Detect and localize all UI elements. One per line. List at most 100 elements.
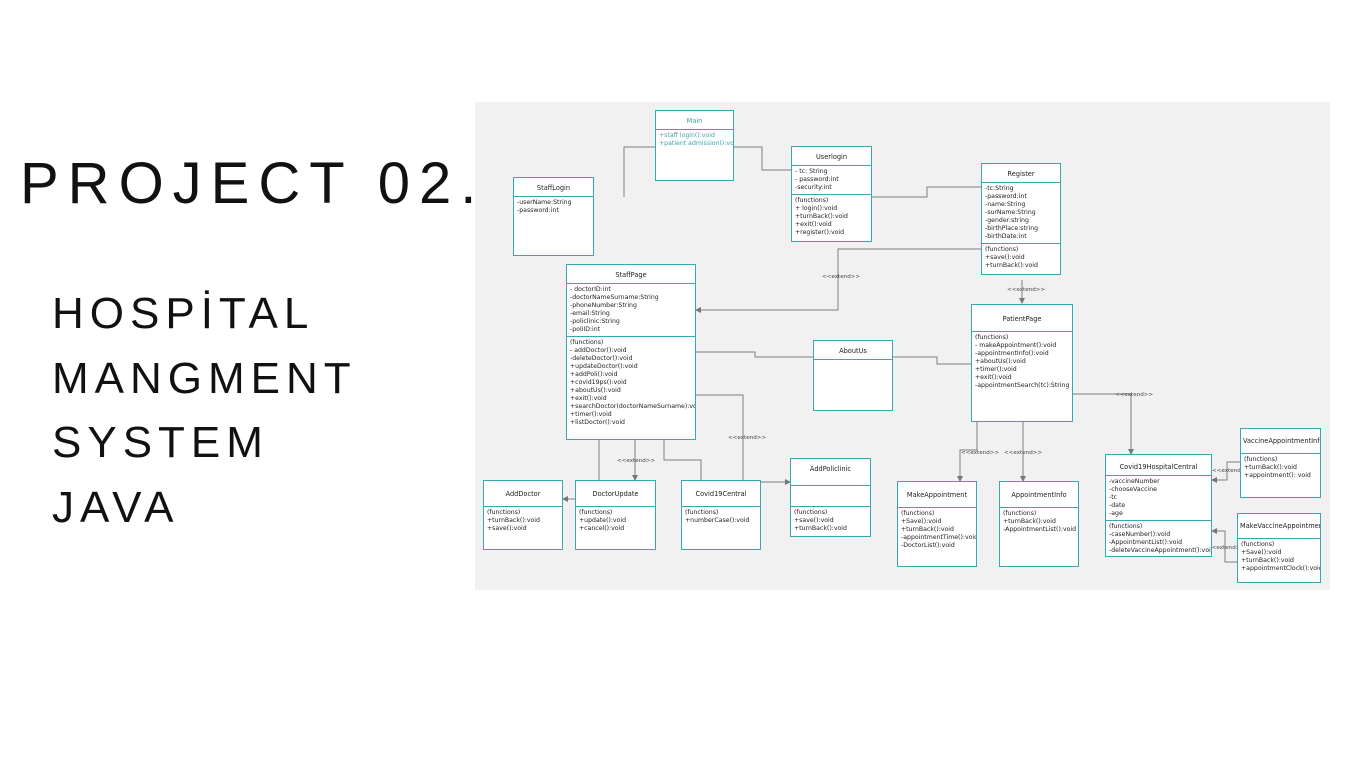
class-member: +turnBack():void [901,526,954,533]
extend-label: <<extend>> [961,450,1000,456]
class-member: -AppointmentList():void [1109,539,1183,546]
class-member: (functions) [795,197,829,204]
connector [1211,461,1240,483]
connector [734,146,791,171]
class-member: (functions) [1241,541,1275,548]
class-doctor-update: DoctorUpdate (functions) +update():void … [575,480,656,550]
class-member: -appointmentTime():void [901,534,977,541]
subtitle-line: JAVA [52,482,180,532]
class-member: (functions) [901,510,935,517]
class-member: -chooseVaccine [1109,486,1157,493]
class-staff-page: StaffPage - doctorID:int -doctorNameSurn… [566,264,696,440]
class-member: -name:String [985,201,1026,208]
class-name: AboutUs [814,341,892,360]
class-member: +Save():void [901,518,942,525]
class-member: +exit():void [570,395,607,402]
class-register: Register -tc:String -password:int -name:… [981,163,1061,275]
class-methods: (functions) +Save():void +turnBack():voi… [1238,539,1320,575]
class-member: +turnBack():void [487,517,540,524]
class-about-us: AboutUs [813,340,893,411]
class-member: -appointmentSearch(tc):String [975,382,1070,389]
class-member: +turnBack():void [1244,464,1297,471]
class-name: MakeVaccineAppointment [1238,514,1320,539]
class-name: StaffPage [567,265,695,284]
class-methods: (functions) +turnBack():void +save():voi… [484,507,562,535]
class-methods: (functions) +numberCase():void [682,507,760,527]
class-member: +covid19ps():void [570,379,627,386]
class-name: StaffLogin [514,178,593,197]
class-member: +register():void [795,229,845,236]
class-add-doctor: AddDoctor (functions) +turnBack():void +… [483,480,563,550]
class-name: AddDoctor [484,481,562,507]
diagram-connectors [562,146,1240,563]
class-member: -vaccineNumber [1109,478,1160,485]
class-member: -phoneNumber:String [570,302,637,309]
class-member: (functions) [1244,456,1278,463]
class-member: +aboutUs():void [975,358,1026,365]
class-make-appointment: MakeAppointment (functions) +Save():void… [897,481,977,567]
class-member: - makeAppointment():void [975,342,1057,349]
class-attributes: -userName:String -password:int [514,197,593,217]
class-member: +cancel():void [579,525,625,532]
class-member: +turnBack():void [985,262,1038,269]
project-title: PROJECT 02. [20,151,486,216]
class-member: +patient admission():void [659,140,734,147]
class-member: -deleteDoctor():void [570,355,633,362]
class-member: (functions) [579,509,613,516]
class-member: -appointmentInfo():void [975,350,1049,357]
class-main: Main +staff login():void +patient admiss… [655,110,734,181]
class-member: +appointment(): void [1244,472,1311,479]
class-name: Register [982,164,1060,183]
class-add-policlinic: AddPoliclinic (functions) +save():void +… [790,458,871,537]
connector [957,422,978,482]
class-name: MakeAppointment [898,482,976,508]
class-member: -doctorNameSurname:String [570,294,659,301]
extend-label: <<extend>> [1007,287,1046,293]
class-member: (functions) [1109,523,1143,530]
class-member: - password:int [795,176,839,183]
extend-label: <<extend>> [1004,450,1043,456]
class-attributes: -tc:String -password:int -name:String -s… [982,183,1060,244]
connector [695,248,981,313]
class-covid19-central: Covid19Central (functions) +numberCase()… [681,480,761,550]
class-member: -password:int [517,207,559,214]
class-member: +listDoctor():void [570,419,625,426]
class-attributes [791,486,870,507]
class-methods: (functions) - addDoctor():void -deleteDo… [567,337,695,429]
class-member: (functions) [985,246,1019,253]
class-covid19-hospital-central: Covid19HospitalCentral -vaccineNumber -c… [1105,454,1212,557]
class-name: Main [656,111,733,130]
class-member: -AppointmentList():void [1003,526,1077,533]
class-member: (functions) [685,509,719,516]
class-member: +turnBack():void [794,525,847,532]
class-member: (functions) [570,339,604,346]
class-member: +save():void [985,254,1025,261]
subtitle-line: SYSTEM [52,418,269,467]
class-member: +save():void [794,517,834,524]
class-member: (functions) [1003,510,1037,517]
class-member: - doctorID:int [570,286,611,293]
class-member: +aboutUs():void [570,387,621,394]
class-name: VaccineAppointmentInfo [1241,429,1320,454]
class-staff-login: StaffLogin -userName:String -password:in… [513,177,594,256]
class-member: (functions) [794,509,828,516]
class-methods: (functions) +turnBack():void +appointmen… [1241,454,1320,482]
class-member: (functions) [487,509,521,516]
class-methods: (functions) - makeAppointment():void -ap… [972,332,1072,392]
class-methods: +staff login():void +patient admission()… [656,130,733,150]
class-user-login: Userlogin - tc: String - password:int -s… [791,146,872,242]
class-member: -birthDate:int [985,233,1027,240]
class-member: -tc:String [985,185,1014,192]
class-member: -tc [1109,494,1118,501]
class-name: PatientPage [972,305,1072,332]
class-member: -caseNumber():void [1109,531,1171,538]
class-member: (functions) [975,334,1009,341]
uml-class-diagram: <<extend>> <<extend>> <<extend>> <<exten… [475,102,1330,590]
class-member: +exit():void [975,374,1012,381]
extend-label: <<extend>> [822,274,861,280]
class-name: DoctorUpdate [576,481,655,507]
class-member: +exit():void [795,221,832,228]
connector [696,351,813,358]
class-methods: (functions) +save():void +turnBack():voi… [791,507,870,535]
class-member: +save():void [487,525,527,532]
